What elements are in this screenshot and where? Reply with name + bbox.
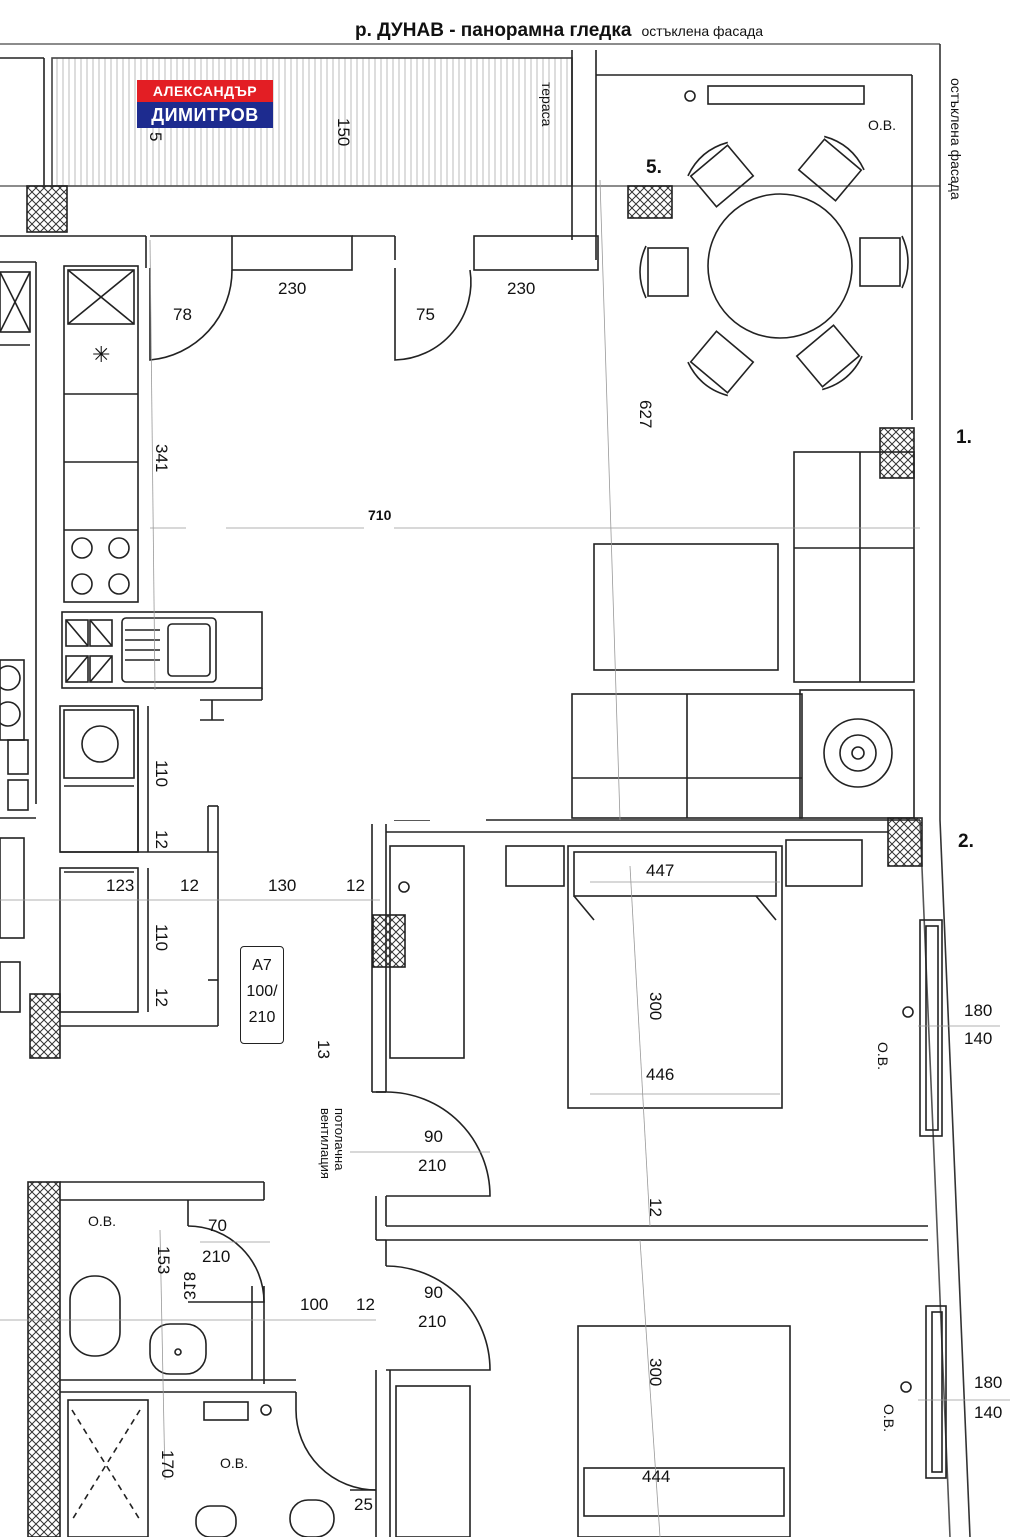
column-hatched [29, 993, 61, 1059]
chair [687, 141, 755, 208]
logo-line1: АЛЕКСАНДЪР [137, 80, 273, 102]
wall-hatched [27, 1181, 61, 1537]
ov-label: О.В. [88, 1213, 117, 1229]
dim-110b: 110 [152, 924, 171, 952]
terrace-partial: 5 [146, 132, 165, 142]
ov-label: О.В. [881, 1404, 897, 1433]
dim-bath318: 318 [180, 1271, 199, 1300]
terrace-width: 150 [334, 118, 353, 147]
dim-hall100: 100 [300, 1295, 329, 1314]
rug [593, 543, 779, 671]
dim-door210c: 210 [418, 1312, 447, 1331]
dim-hall12: 12 [356, 1295, 375, 1314]
facade-label: остъклена фасада [948, 78, 964, 200]
plan-subtitle: остъклена фасада [641, 23, 764, 39]
kitchen-sink [61, 611, 263, 689]
dim-12c: 12 [346, 876, 365, 895]
dim-door210b: 210 [202, 1247, 231, 1266]
dim-bath170: 170 [158, 1450, 177, 1479]
ceiling-vent-label: потолачна вентилация [318, 1108, 347, 1179]
dim-door210a: 210 [418, 1156, 447, 1175]
apartment-door-height: 210 [248, 1009, 276, 1026]
dim-130: 130 [268, 876, 297, 895]
plan-header: р. ДУНАВ - панорамна гледка остъклена фас… [355, 20, 763, 42]
dim-bed1-top: 447 [646, 861, 675, 880]
terrace [51, 57, 573, 187]
sofa [793, 451, 915, 683]
dim-living-length: 627 [636, 400, 655, 429]
chair [687, 330, 755, 397]
dim-12d: 12 [152, 988, 171, 1007]
brand-logo: АЛЕКСАНДЪР ДИМИТРОВ [137, 80, 273, 130]
dining-table [707, 193, 853, 339]
apartment-door-width: 100/ [246, 983, 278, 1000]
dim-110a: 110 [152, 760, 171, 788]
marker-5: 5. [646, 157, 662, 178]
dim-wall12: 12 [646, 1198, 665, 1217]
plan-title: р. ДУНАВ - панорамна гледка [355, 20, 632, 41]
dim-12a: 12 [152, 830, 171, 849]
dim-living-width: 710 [368, 507, 392, 523]
apartment-code: А7 [252, 957, 272, 974]
logo-line2: ДИМИТРОВ [137, 102, 273, 128]
dim-door-mid: 75 [416, 305, 435, 324]
dim-25: 25 [354, 1495, 373, 1514]
chair [639, 245, 689, 299]
bed [577, 1325, 791, 1537]
apartment-tag: А7 100/ 210 [240, 946, 284, 1044]
dim-window-right: 230 [507, 279, 536, 298]
dim-door90b: 90 [424, 1283, 443, 1302]
ov-label: О.В. [220, 1455, 249, 1471]
column-hatched [26, 185, 68, 233]
dim-win2-height: 140 [974, 1403, 1003, 1422]
terrace-label: тераса [539, 82, 555, 127]
bed [567, 845, 783, 1109]
ov-label: О.В. [868, 117, 897, 133]
dim-bed2-bottom: 444 [642, 1467, 671, 1486]
dim-win1-height: 140 [964, 1029, 993, 1048]
dim-123: 123 [106, 876, 135, 895]
dim-door90a: 90 [424, 1127, 443, 1146]
column-hatched [627, 185, 673, 219]
dim-13: 13 [314, 1040, 333, 1059]
column-hatched [887, 817, 923, 867]
dim-bed1-length: 300 [646, 992, 665, 1021]
marker-1: 1. [956, 427, 972, 448]
dim-win1-width: 180 [964, 1001, 993, 1020]
dim-bath153: 153 [154, 1246, 173, 1275]
chair [795, 324, 863, 391]
dim-bed2-length: 300 [646, 1358, 665, 1387]
marker-2: 2. [958, 831, 974, 852]
kitchen-counter [63, 265, 139, 603]
column-hatched [372, 914, 406, 968]
dim-kitchen-length: 341 [152, 444, 171, 473]
chair [797, 135, 865, 202]
column-hatched [879, 427, 915, 479]
dim-win2-width: 180 [974, 1373, 1003, 1392]
dim-12b: 12 [180, 876, 199, 895]
fridge-icon: ✳ [92, 342, 111, 367]
dim-door-left: 78 [173, 305, 192, 324]
dim-bed1-bottom: 446 [646, 1065, 675, 1084]
dim-door70: 70 [208, 1216, 227, 1235]
dim-window-left: 230 [278, 279, 307, 298]
ov-label: О.В. [875, 1042, 891, 1071]
chair [859, 235, 909, 289]
